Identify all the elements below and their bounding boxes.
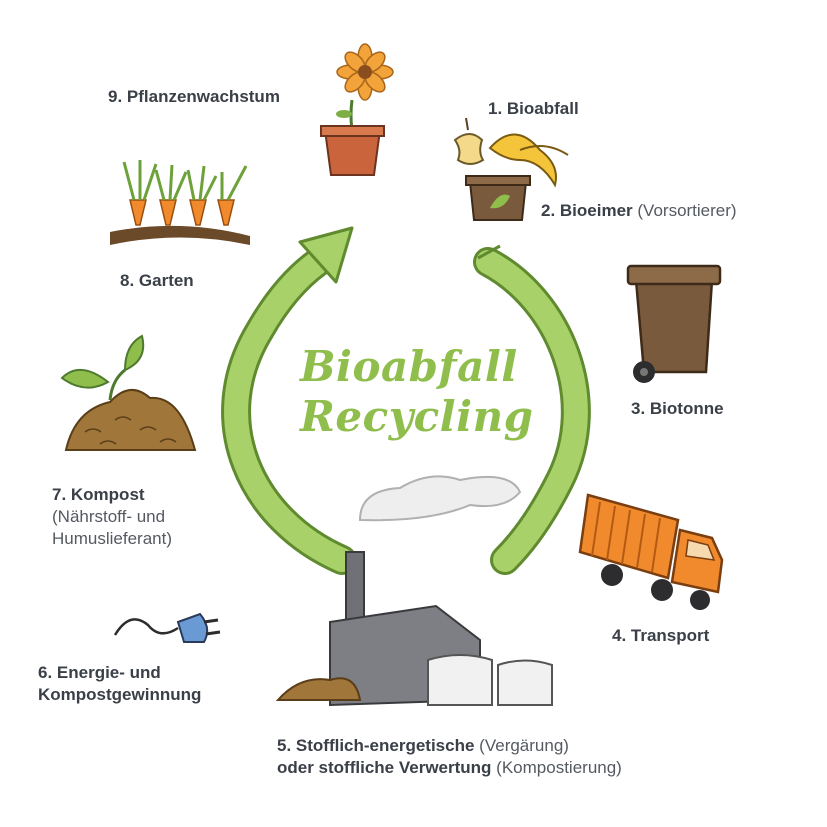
- step-6-title-2: Kompostgewinnung: [38, 685, 202, 704]
- step-5-title-1: 5. Stofflich-energetische: [277, 736, 475, 755]
- step-7-note-1: (Nährstoff- und: [52, 507, 166, 526]
- cycle-arrow-right: [473, 244, 591, 575]
- title-line-2: Recycling: [300, 392, 534, 441]
- step-7-note-2: Humuslieferant): [52, 529, 172, 548]
- banana-peel-icon: [453, 117, 569, 188]
- step-9-title: 9. Pflanzenwachstum: [108, 87, 280, 106]
- step-8-title: 8. Garten: [120, 271, 194, 290]
- step-3-title: 3. Biotonne: [631, 399, 724, 418]
- step-8-label: 8. Garten: [120, 270, 194, 292]
- flower-pot-icon: [320, 43, 394, 176]
- step-6-label: 6. Energie- und Kompostgewinnung: [38, 662, 201, 706]
- title-line-1: Bioabfall: [300, 342, 518, 391]
- step-5-title-2: oder stoffliche Verwertung: [277, 758, 492, 777]
- diagram-title: Bioabfall Recycling: [300, 342, 534, 442]
- cycle-arrow-left: [221, 226, 357, 575]
- plug-icon: [113, 612, 221, 643]
- step-4-label: 4. Transport: [612, 625, 709, 647]
- bio-bin-icon: [626, 264, 722, 383]
- step-5-label: 5. Stofflich-energetische (Vergärung) od…: [277, 735, 622, 779]
- bio-bucket-icon: [465, 175, 531, 221]
- step-1-label: 1. Bioabfall: [488, 98, 579, 120]
- step-2-note: (Vorsortierer): [637, 201, 737, 220]
- step-3-label: 3. Biotonne: [631, 398, 724, 420]
- compost-icon: [60, 334, 197, 451]
- step-9-label: 9. Pflanzenwachstum: [108, 86, 280, 108]
- truck-icon: [578, 493, 724, 610]
- step-2-title: 2. Bioeimer: [541, 201, 633, 220]
- step-5-note-2: (Kompostierung): [496, 758, 622, 777]
- biogas-plant-icon: [275, 475, 553, 707]
- step-7-label: 7. Kompost (Nährstoff- und Humuslieferan…: [52, 484, 172, 550]
- step-7-title: 7. Kompost: [52, 485, 145, 504]
- step-4-title: 4. Transport: [612, 626, 710, 645]
- step-1-title: 1. Bioabfall: [488, 99, 579, 118]
- step-5-note-1: (Vergärung): [479, 736, 569, 755]
- step-6-title-1: 6. Energie- und: [38, 663, 161, 682]
- carrots-icon: [110, 160, 250, 245]
- step-2-label: 2. Bioeimer (Vorsortierer): [541, 200, 737, 222]
